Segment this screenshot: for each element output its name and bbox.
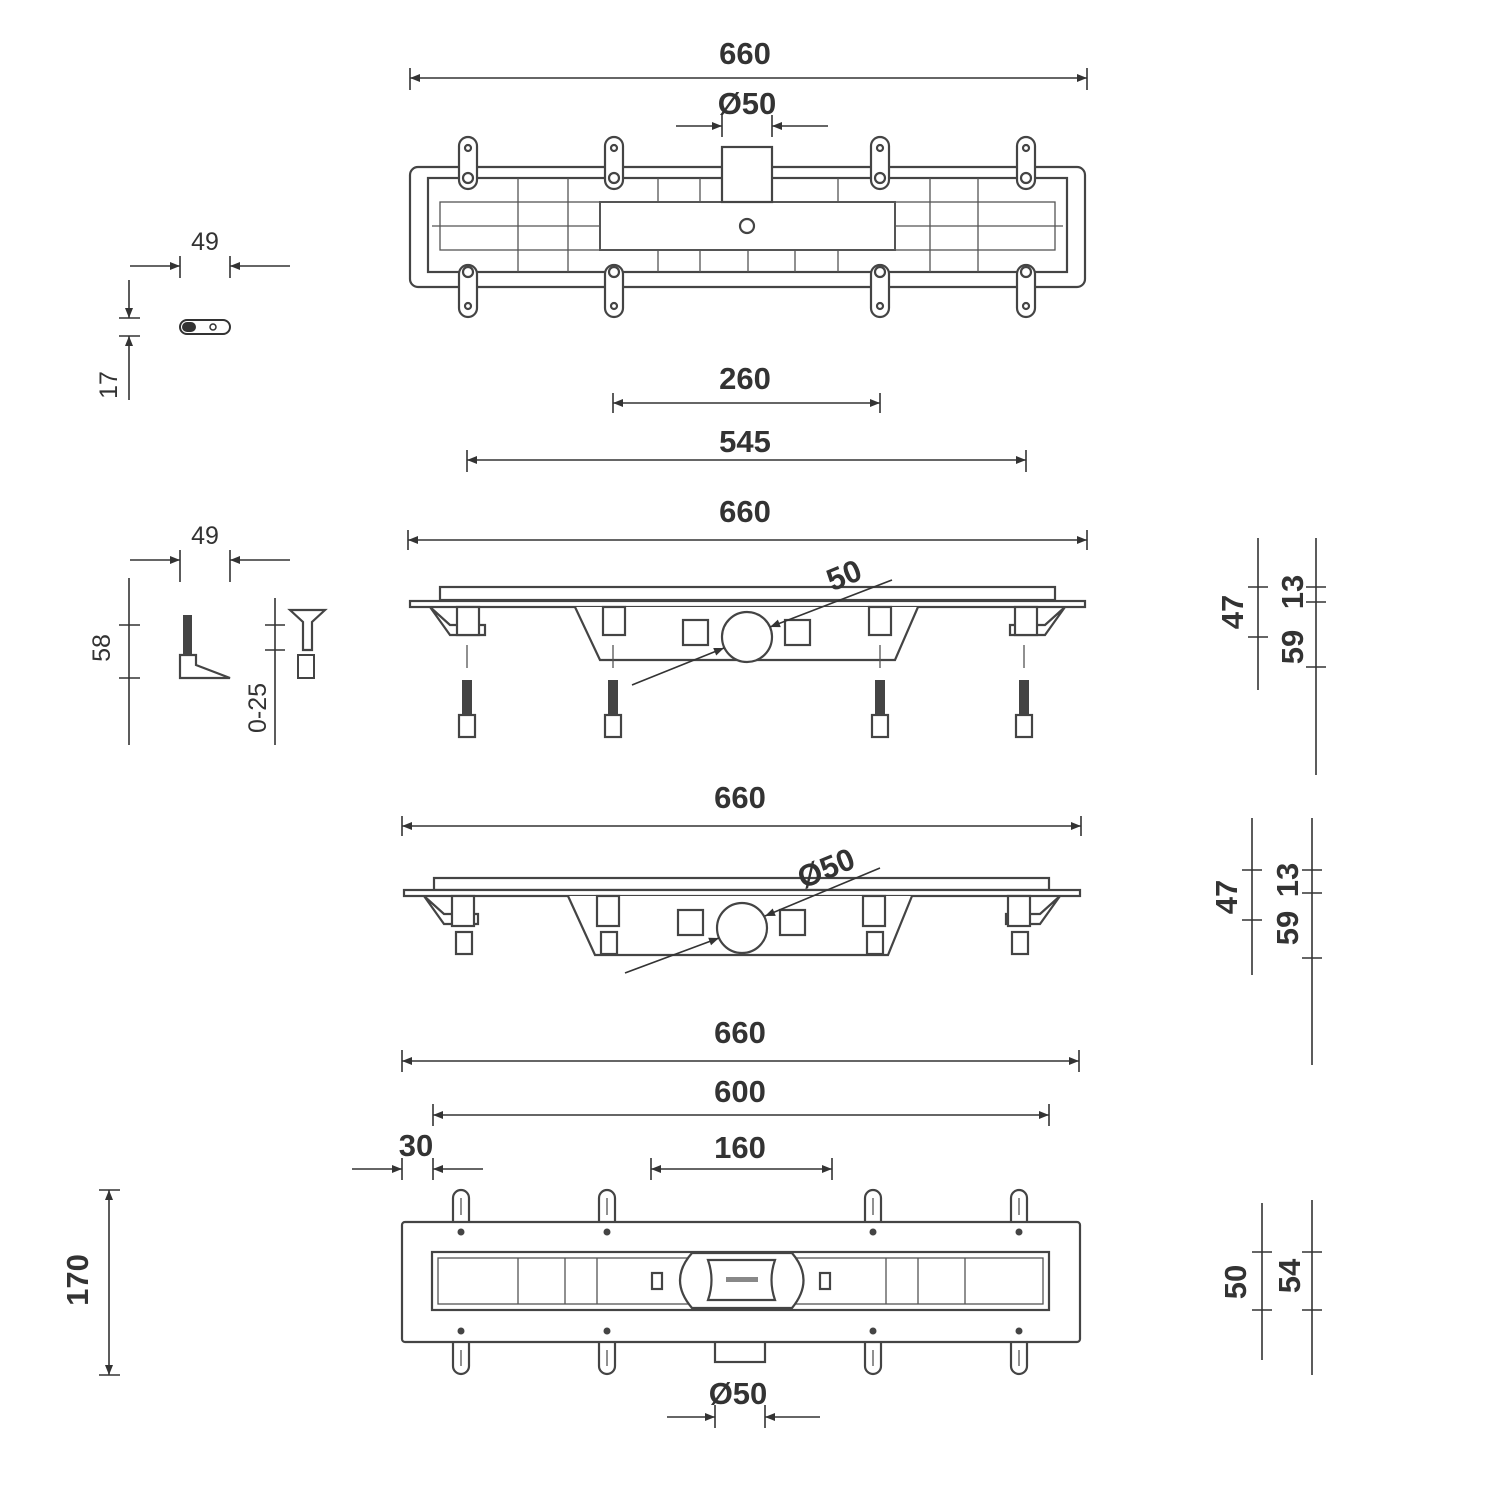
dim-margin: 30 bbox=[399, 1128, 433, 1163]
side-view: 660 Ø50 47 13 59 bbox=[401, 780, 1322, 1065]
dim-total-height: 47 bbox=[1209, 880, 1244, 914]
logo-mark bbox=[726, 1277, 758, 1282]
dim-lug-spacing: 260 bbox=[719, 361, 771, 396]
dim-length: 660 bbox=[714, 1015, 766, 1050]
dim-body-height: 59 bbox=[1270, 911, 1305, 945]
top-view: 660 Ø50 bbox=[408, 36, 1088, 319]
dim-outlet: Ø50 bbox=[709, 1376, 768, 1411]
mounting-lugs bbox=[457, 135, 1037, 319]
dim-grate-length: 600 bbox=[714, 1074, 766, 1109]
dim-foot-width: 49 bbox=[191, 522, 219, 550]
outlet-pipe bbox=[720, 610, 774, 664]
outlet-pipe bbox=[715, 901, 769, 955]
dim-leg-spacing: 545 bbox=[719, 424, 771, 459]
dim-width: 170 bbox=[60, 1254, 95, 1306]
dim-length: 660 bbox=[719, 494, 771, 529]
dim-foot-height: 58 bbox=[88, 634, 116, 662]
dim-grate-width: 54 bbox=[1272, 1258, 1307, 1293]
dim-length: 660 bbox=[714, 780, 766, 815]
dim-length: 660 bbox=[719, 36, 771, 71]
dim-flange-height: 13 bbox=[1270, 863, 1305, 897]
plan-view: 660 600 30 160 170 bbox=[60, 1015, 1322, 1428]
screws-and-feet bbox=[457, 645, 1034, 739]
dim-height-adjust: 0-25 bbox=[244, 683, 272, 733]
dim-outlet: Ø50 bbox=[718, 86, 777, 121]
lug-detail: 49 17 bbox=[95, 228, 290, 400]
dim-total-height: 47 bbox=[1215, 595, 1250, 629]
side-view-legs: 260 545 660 50 47 13 59 bbox=[407, 361, 1326, 775]
dim-center: 160 bbox=[714, 1130, 766, 1165]
dim-channel-width: 50 bbox=[1218, 1265, 1253, 1299]
dim-lug-width: 49 bbox=[191, 228, 219, 256]
mounting-lugs bbox=[451, 1188, 1029, 1376]
dim-lug-thickness: 17 bbox=[95, 371, 123, 399]
foot-detail: 49 58 0-25 bbox=[88, 522, 328, 745]
drain-hole-icon bbox=[738, 217, 756, 235]
dim-flange-height: 13 bbox=[1275, 575, 1310, 609]
dim-body-height: 59 bbox=[1275, 630, 1310, 664]
